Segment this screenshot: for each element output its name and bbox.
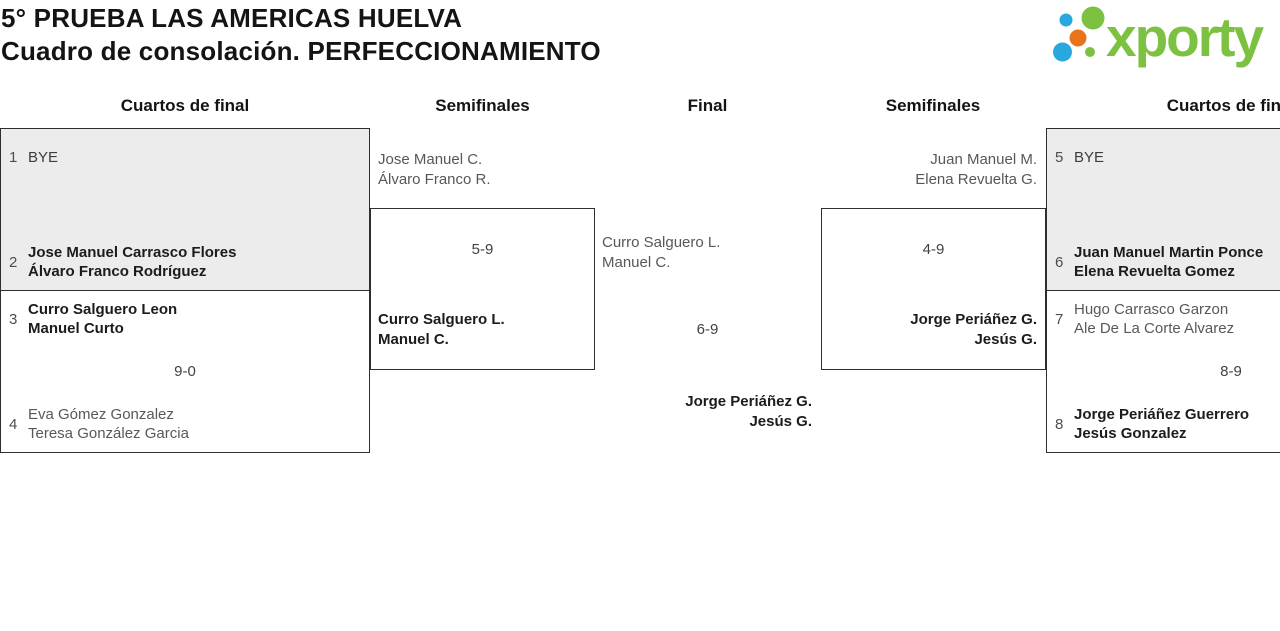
- team-line: BYE: [1074, 148, 1105, 166]
- logo-dot-blue-small: [1059, 13, 1073, 27]
- team-name: Hugo Carrasco Garzon Ale De La Corte Alv…: [1074, 300, 1234, 338]
- logo-dot-orange: [1069, 29, 1087, 47]
- match-score: 9-0: [174, 362, 196, 380]
- team-name-bye: BYE: [1074, 148, 1104, 167]
- team-line: Jorge Periáñez G.: [910, 311, 1037, 328]
- round-header-qf-left: Cuartos de final: [120, 96, 250, 115]
- seed-number: 7: [1055, 310, 1064, 328]
- team-line: Hugo Carrasco Garzon: [1074, 301, 1229, 318]
- page-title: 5° PRUEBA LAS AMERICAS HUELVA Cuadro de …: [1, 2, 601, 68]
- tournament-name: 5° PRUEBA LAS AMERICAS HUELVA: [1, 3, 463, 33]
- team-line: Jesús G.: [749, 412, 812, 430]
- team-slot-2: 2 Jose Manuel Carrasco Flores Álvaro Fra…: [1, 234, 369, 290]
- team-line: Jorge Periáñez G.: [685, 393, 812, 410]
- team-name-bye: BYE: [28, 148, 58, 167]
- match-sf-right: Juan Manuel M. Elena Revuelta G. 4-9 Jor…: [821, 151, 1046, 370]
- match-qf-right-bottom: 7 Hugo Carrasco Garzon Ale De La Corte A…: [1046, 290, 1280, 453]
- match-score: 4-9: [922, 241, 945, 258]
- match-qf-right-top: 5 BYE 6 Juan Manuel Martin Ponce Elena R…: [1046, 128, 1280, 291]
- team-line: Manuel C.: [602, 253, 671, 271]
- team-line: Curro Salguero L.: [602, 234, 721, 251]
- logo-dot-green-small: [1085, 47, 1095, 57]
- team-line: Jesús Gonzalez: [1074, 425, 1187, 442]
- sf-right-winner: Jorge Periáñez G. Jesús G.: [910, 310, 1037, 349]
- final-winner: Jorge Periáñez G. Jesús G.: [685, 392, 812, 431]
- seed-number: 8: [1055, 415, 1064, 433]
- team-name: Juan Manuel Martin Ponce Elena Revuelta …: [1074, 243, 1263, 281]
- sf-right-top-team: Juan Manuel M. Elena Revuelta G.: [915, 150, 1037, 189]
- team-slot-7: 7 Hugo Carrasco Garzon Ale De La Corte A…: [1047, 291, 1280, 347]
- round-header-sf-left: Semifinales: [435, 96, 530, 115]
- match-final: Curro Salguero L. Manuel C. 6-9 Jorge Pe…: [595, 208, 820, 451]
- team-slot-6: 6 Juan Manuel Martin Ponce Elena Revuelt…: [1047, 234, 1280, 290]
- match-score: 5-9: [471, 241, 494, 258]
- team-line: Elena Revuelta G.: [915, 170, 1037, 188]
- team-line: Juan Manuel Martin Ponce: [1074, 244, 1264, 261]
- sf-left-top-team: Jose Manuel C. Álvaro Franco R.: [378, 150, 491, 189]
- match-score: 6-9: [696, 321, 719, 338]
- final-top-team: Curro Salguero L. Manuel C.: [602, 233, 720, 272]
- team-line: Curro Salguero Leon: [28, 301, 178, 318]
- team-line: BYE: [28, 148, 59, 166]
- seed-number: 6: [1055, 253, 1064, 271]
- seed-number: 1: [9, 148, 18, 166]
- team-line: Juan Manuel M.: [930, 151, 1037, 168]
- team-line: Teresa González Garcia: [28, 425, 189, 442]
- match-qf-left-bottom: 3 Curro Salguero Leon Manuel Curto 9-0 4…: [0, 290, 370, 453]
- xporty-logo[interactable]: xporty: [1047, 4, 1280, 70]
- team-line: Álvaro Franco R.: [378, 170, 491, 188]
- team-line: Curro Salguero L.: [378, 311, 505, 328]
- team-name: Eva Gómez Gonzalez Teresa González Garci…: [28, 405, 189, 443]
- team-line: Álvaro Franco Rodríguez: [28, 263, 207, 280]
- match-sf-left: Jose Manuel C. Álvaro Franco R. 5-9 Curr…: [370, 151, 595, 370]
- round-header-qf-right: Cuartos de final: [1166, 96, 1280, 115]
- team-line: Manuel C.: [378, 330, 449, 348]
- seed-number: 2: [9, 253, 18, 271]
- match-qf-left-top: 1 BYE 2 Jose Manuel Carrasco Flores Álva…: [0, 128, 370, 291]
- logo-dot-blue-large: [1053, 42, 1072, 62]
- team-slot-8: 8 Jorge Periáñez Guerrero Jesús Gonzalez: [1047, 396, 1280, 452]
- team-slot-5: 5 BYE: [1047, 129, 1280, 185]
- round-header-sf-right: Semifinales: [885, 96, 981, 115]
- team-name: Jorge Periáñez Guerrero Jesús Gonzalez: [1074, 405, 1249, 443]
- team-line: Eva Gómez Gonzalez: [28, 406, 174, 423]
- team-line: Jesús G.: [974, 330, 1037, 348]
- team-slot-4: 4 Eva Gómez Gonzalez Teresa González Gar…: [1, 396, 369, 452]
- seed-number: 4: [9, 415, 18, 433]
- logo-wordmark: xporty: [1106, 6, 1265, 68]
- xporty-logo-icon: xporty: [1053, 6, 1267, 68]
- team-line: Jose Manuel Carrasco Flores: [28, 244, 237, 261]
- team-line: Manuel Curto: [28, 320, 124, 337]
- team-line: Jose Manuel C.: [378, 151, 483, 168]
- match-score: 8-9: [1220, 362, 1242, 380]
- round-header-final: Final: [687, 96, 728, 115]
- bracket-subtitle: Cuadro de consolación. PERFECCIONAMIENTO: [1, 36, 601, 66]
- seed-number: 5: [1055, 148, 1064, 166]
- team-slot-3: 3 Curro Salguero Leon Manuel Curto: [1, 291, 369, 347]
- team-name: Curro Salguero Leon Manuel Curto: [28, 300, 177, 338]
- logo-dot-green-large: [1081, 6, 1105, 30]
- seed-number: 3: [9, 310, 18, 328]
- team-line: Ale De La Corte Alvarez: [1074, 320, 1235, 337]
- team-name: Jose Manuel Carrasco Flores Álvaro Franc…: [28, 243, 236, 281]
- team-line: Jorge Periáñez Guerrero: [1074, 406, 1250, 423]
- team-line: Elena Revuelta Gomez: [1074, 263, 1235, 280]
- team-slot-1: 1 BYE: [1, 129, 369, 185]
- sf-left-winner: Curro Salguero L. Manuel C.: [378, 310, 505, 349]
